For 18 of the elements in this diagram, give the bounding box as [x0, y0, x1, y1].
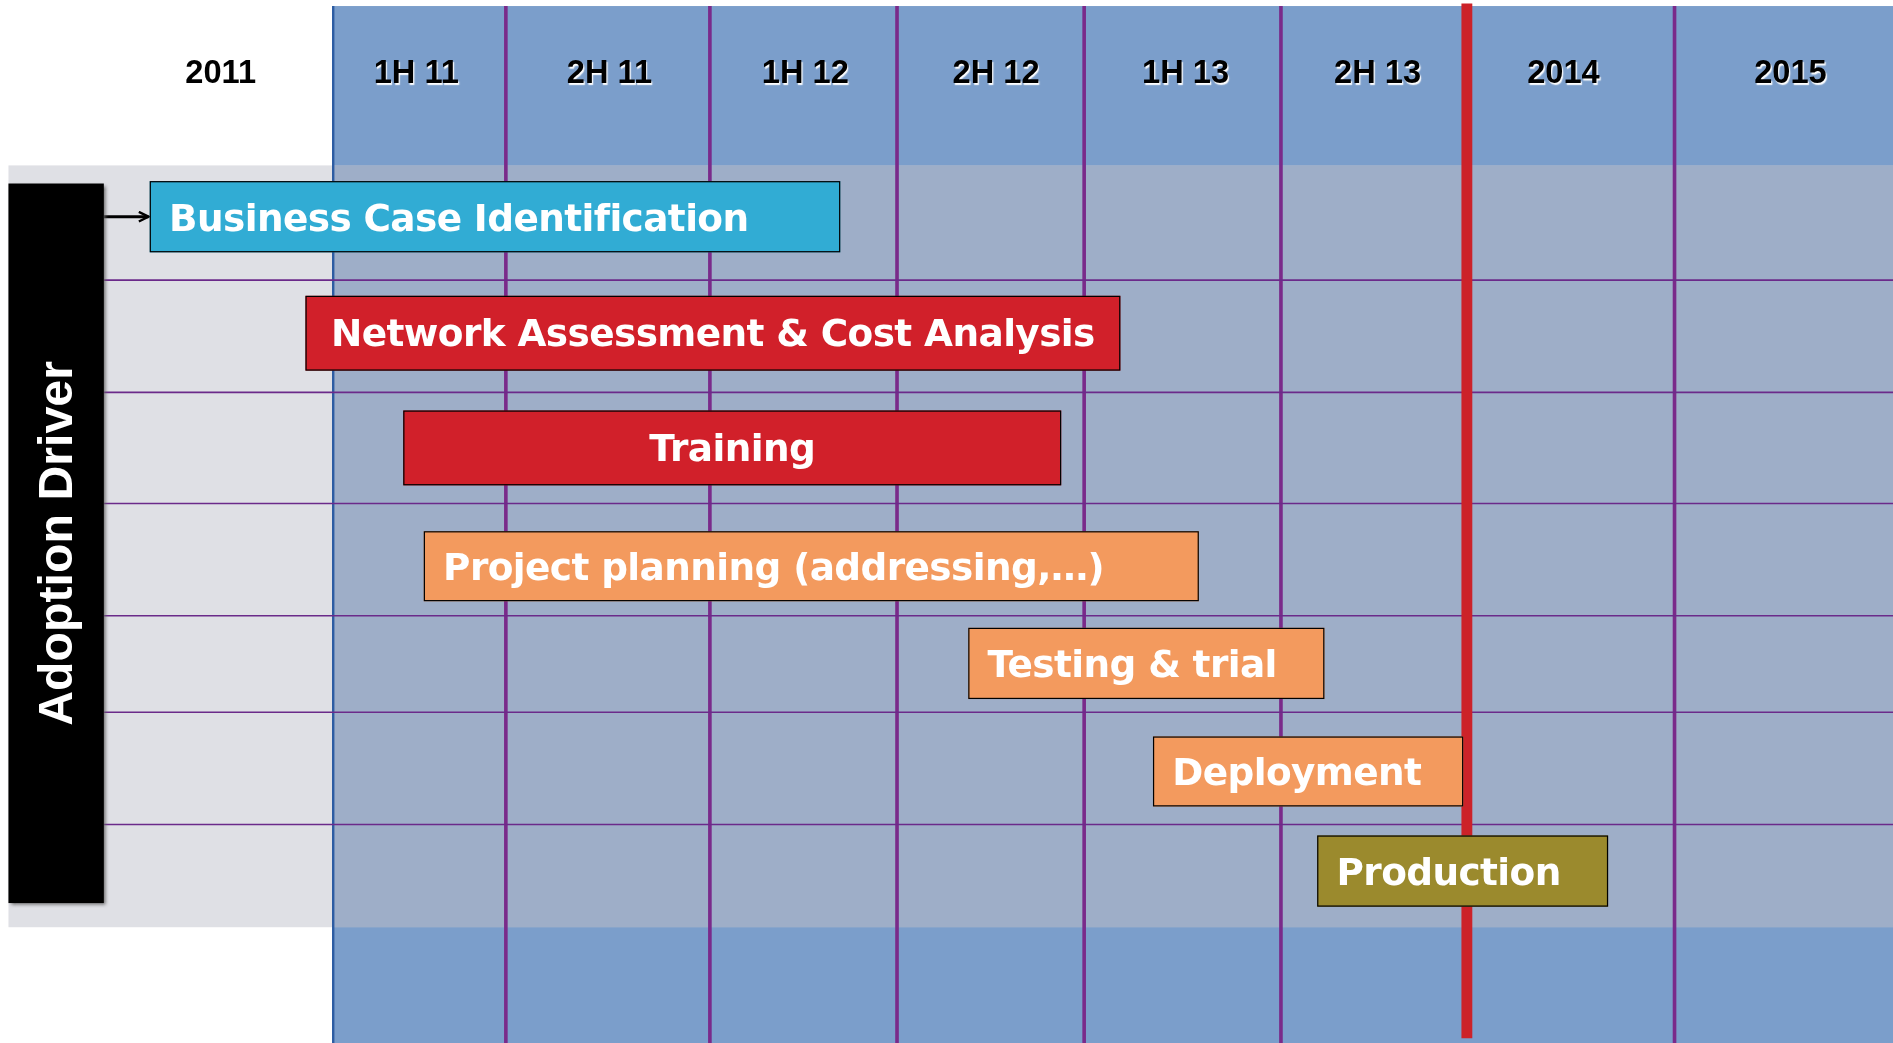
period-header: 2H 12 [952, 54, 1040, 92]
period-header: 1H 11 [373, 54, 459, 92]
arrow [103, 210, 150, 223]
period-header: 1H 12 [761, 54, 849, 92]
period-header: 1H 13 [1142, 54, 1230, 92]
task-bar: Deployment [1152, 736, 1464, 807]
period-header: 2014 [1527, 54, 1600, 92]
period-header: 2H 13 [1334, 54, 1422, 92]
task-bar: Training [403, 410, 1062, 486]
period-header: 2015 [1754, 54, 1827, 92]
task-bar: Network Assessment & Cost Analysis [305, 295, 1121, 371]
period-header: 2H 11 [566, 54, 652, 92]
period-header: 2011 [185, 54, 257, 92]
task-bar: Business Case Identification [149, 181, 841, 253]
task-bar: Production [1317, 835, 1609, 907]
category-label-box: Adoption Driver [8, 183, 104, 904]
task-bar: Testing & trial [968, 627, 1325, 700]
task-bar: Project planning (addressing,…) [423, 531, 1199, 602]
